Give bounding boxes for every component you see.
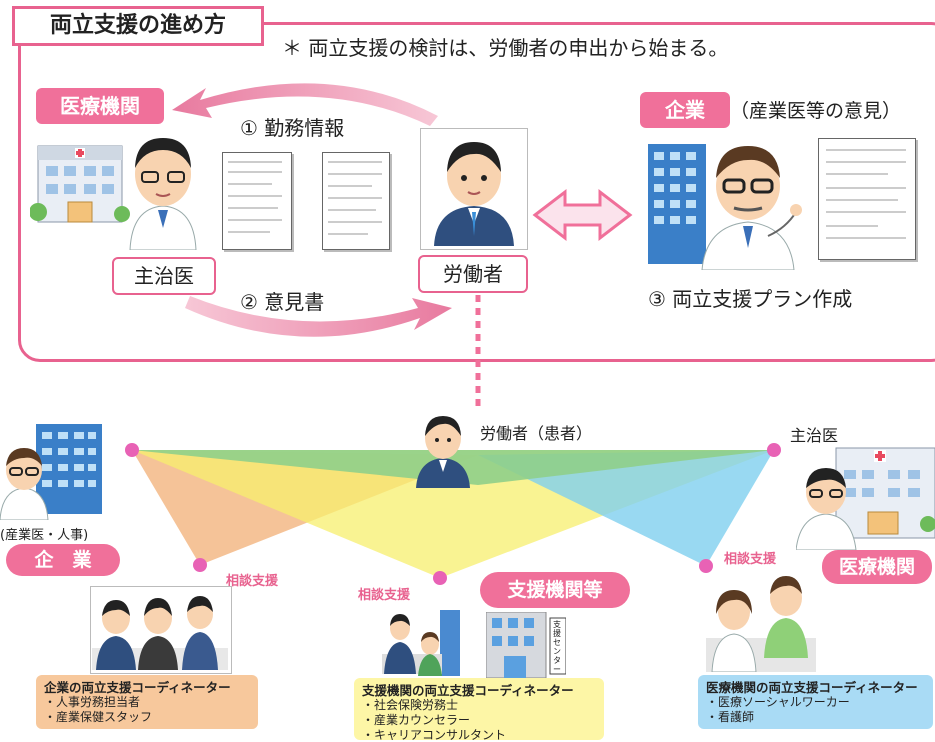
doctor-label-bottom: 主治医 — [790, 426, 839, 445]
arrow-worker-company — [532, 188, 633, 242]
support-coordinator-item: ・キャリアコンサルタント — [362, 728, 507, 742]
support-agency-badge: 支援機関等 — [480, 572, 630, 608]
document-lines — [228, 161, 382, 235]
worker-patient-label: 労働者（患者） — [480, 424, 593, 443]
page-title: 両立支援の進め方 — [12, 6, 264, 46]
support-plan-document — [818, 138, 916, 260]
node-support-consult — [433, 571, 447, 585]
medical-coordinator-box: 医療機関の両立支援コーディネーター ・医療ソーシャルワーカー ・看護師 — [698, 675, 933, 729]
consult-label-support: 相談支援 — [358, 588, 411, 603]
counseling-icon — [382, 610, 460, 676]
plan-document-lines — [826, 149, 906, 239]
worker-patient-icon — [416, 416, 470, 488]
company-staff-label: (産業医・人事) — [0, 528, 89, 543]
node-doctor — [767, 443, 781, 457]
doctor-icon — [129, 138, 197, 250]
company-building-bottom-icon — [0, 424, 102, 520]
support-coordinator-box: 支援機関の両立支援コーディネーター ・社会保険労務士 ・産業カウンセラー ・キャ… — [354, 678, 604, 742]
company-label: 企業 — [640, 92, 730, 128]
worker-icon — [434, 142, 514, 246]
node-company — [125, 443, 139, 457]
company-coordinator-box: 企業の両立支援コーディネーター ・人事労務担当者 ・産業保健スタッフ — [36, 675, 258, 729]
company-coordinator-item: ・産業保健スタッフ — [44, 710, 153, 724]
node-medical-consult — [699, 559, 713, 573]
hospital-icon — [30, 145, 130, 223]
support-coordinator-item: ・社会保険労務士 — [362, 698, 459, 712]
hospital-bottom-icon — [796, 447, 935, 550]
work-info-document — [222, 152, 292, 250]
company-building-icon — [648, 144, 706, 264]
medical-consultation-icon — [706, 576, 816, 672]
step-3-plan: ③ 両立支援プラン作成 — [648, 287, 853, 311]
medical-coordinator-item: ・医療ソーシャルワーカー — [706, 695, 850, 709]
medical-coordinator-item: ・看護師 — [706, 710, 755, 724]
medical-institution-label: 医療機関 — [36, 88, 164, 124]
company-meeting-icon — [92, 596, 228, 670]
support-center-building-icon — [486, 612, 566, 678]
arrow-info-to-medical — [172, 83, 438, 126]
consult-label-medical: 相談支援 — [724, 552, 777, 567]
node-company-consult — [193, 558, 207, 572]
company-coordinator-item: ・人事労務担当者 — [44, 695, 141, 709]
support-coordinator-title: 支援機関の両立支援コーディネーター — [362, 683, 574, 698]
step-2-opinion: ② 意見書 — [240, 290, 325, 314]
step-1-work-info: ① 勤務情報 — [240, 116, 345, 140]
consult-label-company: 相談支援 — [226, 574, 279, 589]
support-center-sign: 支援センター — [553, 620, 561, 674]
company-coordinator-title: 企業の両立支援コーディネーター — [44, 680, 231, 695]
company-note: （産業医等の意見） — [730, 100, 902, 122]
company-badge: 企 業 — [6, 544, 120, 576]
process-note: ＊ 両立支援の検討は、労働者の申出から始まる。 — [282, 36, 729, 60]
medical-coordinator-title: 医療機関の両立支援コーディネーター — [706, 680, 918, 695]
medical-badge: 医療機関 — [822, 550, 932, 584]
support-coordinator-item: ・産業カウンセラー — [362, 713, 471, 727]
industrial-doctor-icon — [701, 146, 802, 270]
doctor-label-top: 主治医 — [112, 257, 216, 295]
arrow-opinion-to-worker — [185, 296, 452, 337]
worker-label-top: 労働者 — [418, 255, 528, 293]
medical-blue-triangle — [478, 450, 774, 566]
